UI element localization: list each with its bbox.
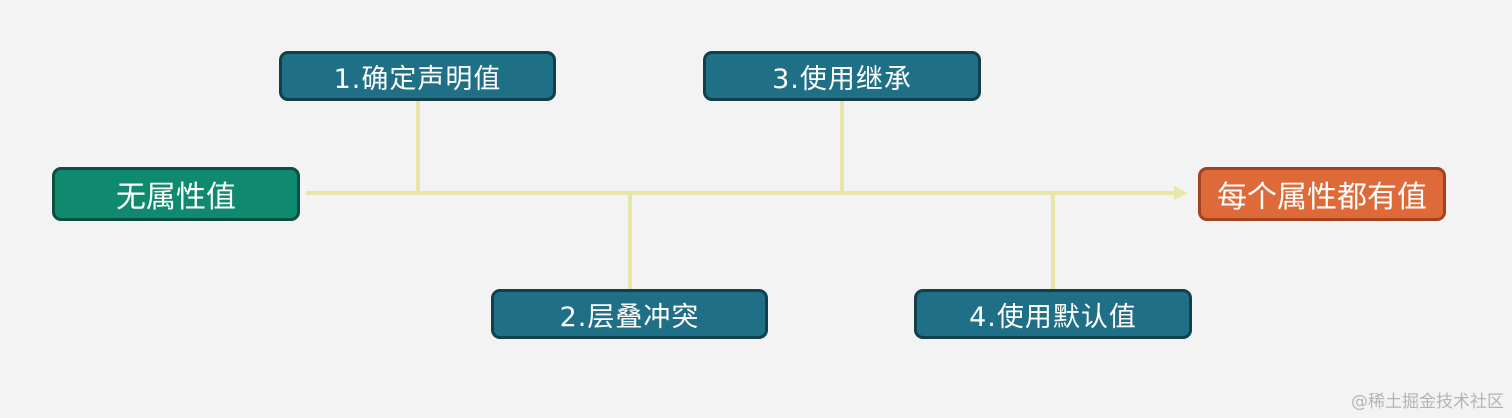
arrow-head [1174, 186, 1188, 200]
step-4-node: 4.使用默认值 [914, 289, 1192, 339]
end-node-label: 每个属性都有值 [1217, 180, 1427, 215]
step-3-label: 3.使用继承 [772, 63, 912, 95]
watermark-text: @稀土掘金技术社区 [1351, 392, 1504, 412]
end-node: 每个属性都有值 [1198, 167, 1446, 221]
step-1-node: 1.确定声明值 [279, 51, 556, 101]
step-3-node: 3.使用继承 [703, 51, 981, 101]
start-node: 无属性值 [52, 167, 300, 221]
step-2-node: 2.层叠冲突 [491, 289, 768, 339]
step-2-label: 2.层叠冲突 [559, 301, 700, 333]
step-4-label: 4.使用默认值 [969, 301, 1137, 333]
start-node-label: 无属性值 [116, 180, 236, 215]
step-1-label: 1.确定声明值 [333, 63, 502, 95]
